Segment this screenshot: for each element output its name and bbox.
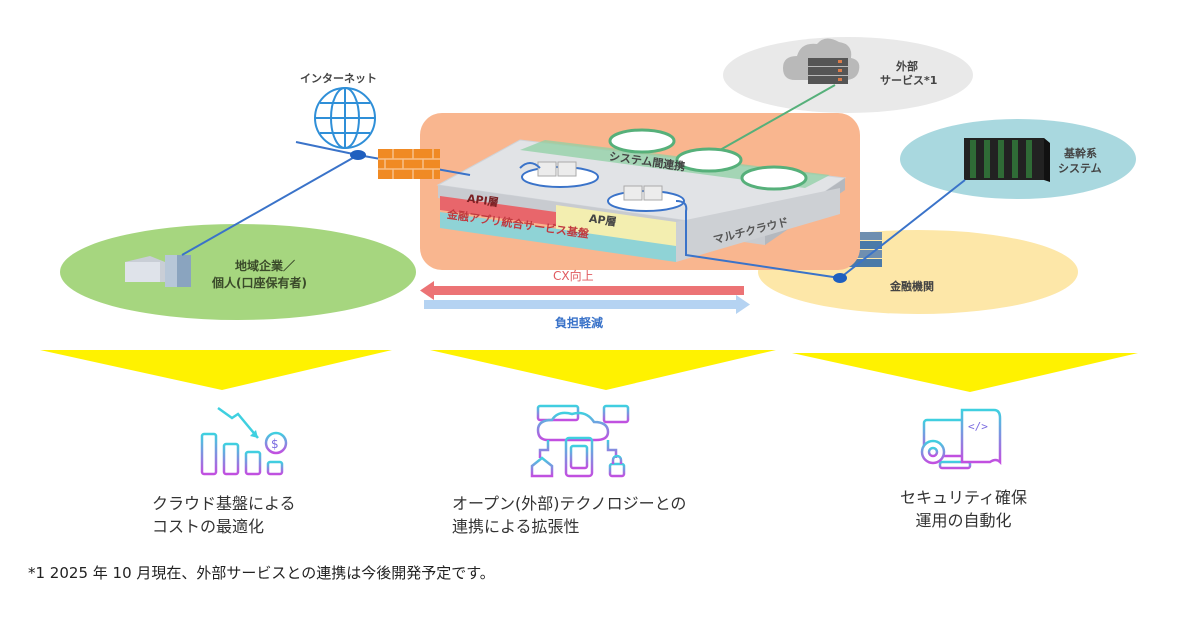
cloud-network-icon <box>530 404 630 478</box>
feature-security: セキュリティ確保 運用の自動化 <box>900 486 1027 532</box>
server-stack-icon <box>846 232 882 267</box>
feature-extensibility-line2: 連携による拡張性 <box>452 517 580 537</box>
ap-layer <box>556 205 676 248</box>
funnel-triangle-1 <box>40 350 392 390</box>
regional-clients-label-line1: 地域企業／ <box>235 259 296 273</box>
secure-automation-icon: </> <box>920 408 1002 470</box>
cost-reduction-chart-icon: $ <box>200 406 288 476</box>
feature-security-line2: 運用の自動化 <box>915 511 1012 531</box>
feature-security-line1: セキュリティ確保 <box>900 488 1028 507</box>
funnel-triangle-2 <box>430 350 776 390</box>
funnel-triangle-3 <box>792 353 1138 392</box>
buildings-icon <box>125 255 191 287</box>
svg-text:$: $ <box>271 437 279 451</box>
globe-icon <box>314 87 376 149</box>
feature-extensibility-line1: オープン(外部)テクノロジーとの <box>452 494 687 513</box>
platform-stack <box>436 128 847 262</box>
regional-clients-label-line2: 個人(口座保有者) <box>212 276 307 290</box>
external-service-label-line2: サービス*1 <box>880 74 938 87</box>
external-service-label-line1: 外部 <box>896 60 918 73</box>
external-service-node <box>723 37 973 113</box>
mainframe-icon <box>964 138 1050 182</box>
feature-extensibility: オープン(外部)テクノロジーとの 連携による拡張性 <box>452 492 686 538</box>
core-system-label-line1: 基幹系 <box>1064 147 1097 160</box>
core-system-node <box>900 119 1136 199</box>
cloud-server-icon <box>783 38 860 84</box>
firewall-icon <box>378 149 440 179</box>
financial-institution-label: 金融機関 <box>890 280 934 293</box>
burden-arrow <box>424 295 750 314</box>
connection-lines <box>181 84 966 283</box>
multicloud-layer <box>676 188 840 262</box>
cx-arrow <box>420 281 744 300</box>
feature-cost: クラウド基盤による コストの最適化 <box>152 492 296 538</box>
internet-label: インターネット <box>300 72 377 85</box>
core-system-label-line2: システム <box>1058 162 1102 175</box>
cx-arrow-label: CX向上 <box>553 269 594 283</box>
base-layer <box>440 212 676 262</box>
feature-cost-line2: コストの最適化 <box>152 517 265 537</box>
feature-cost-line1: クラウド基盤による <box>152 494 296 513</box>
burden-arrow-label: 負担軽減 <box>555 316 604 330</box>
api-layer <box>440 196 556 226</box>
svg-text:</>: </> <box>968 420 988 433</box>
regional-clients-node <box>60 224 416 320</box>
footnote: *1 2025 年 10 月現在、外部サービスとの連携は今後開発予定です。 <box>28 564 495 582</box>
